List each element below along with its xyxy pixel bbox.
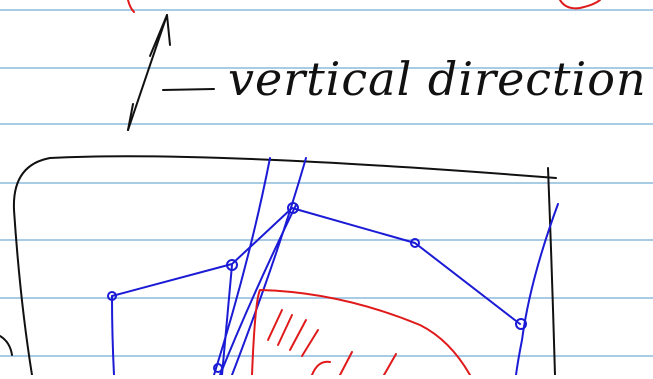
node-marker xyxy=(515,318,527,330)
vertical-direction-arrow xyxy=(127,14,215,131)
red-hatched-region xyxy=(251,289,471,376)
annotation-text: vertical direction xyxy=(228,52,647,106)
node-marker xyxy=(226,259,238,271)
red-top-scribble xyxy=(127,0,601,13)
node-marker xyxy=(213,363,223,373)
outer-frame-right-edge xyxy=(547,167,556,376)
node-marker xyxy=(410,238,420,248)
node-marker xyxy=(107,291,117,301)
blue-mesh xyxy=(107,157,559,376)
outer-frame xyxy=(12,155,557,376)
node-marker xyxy=(287,202,299,214)
left-bracket xyxy=(0,335,13,356)
